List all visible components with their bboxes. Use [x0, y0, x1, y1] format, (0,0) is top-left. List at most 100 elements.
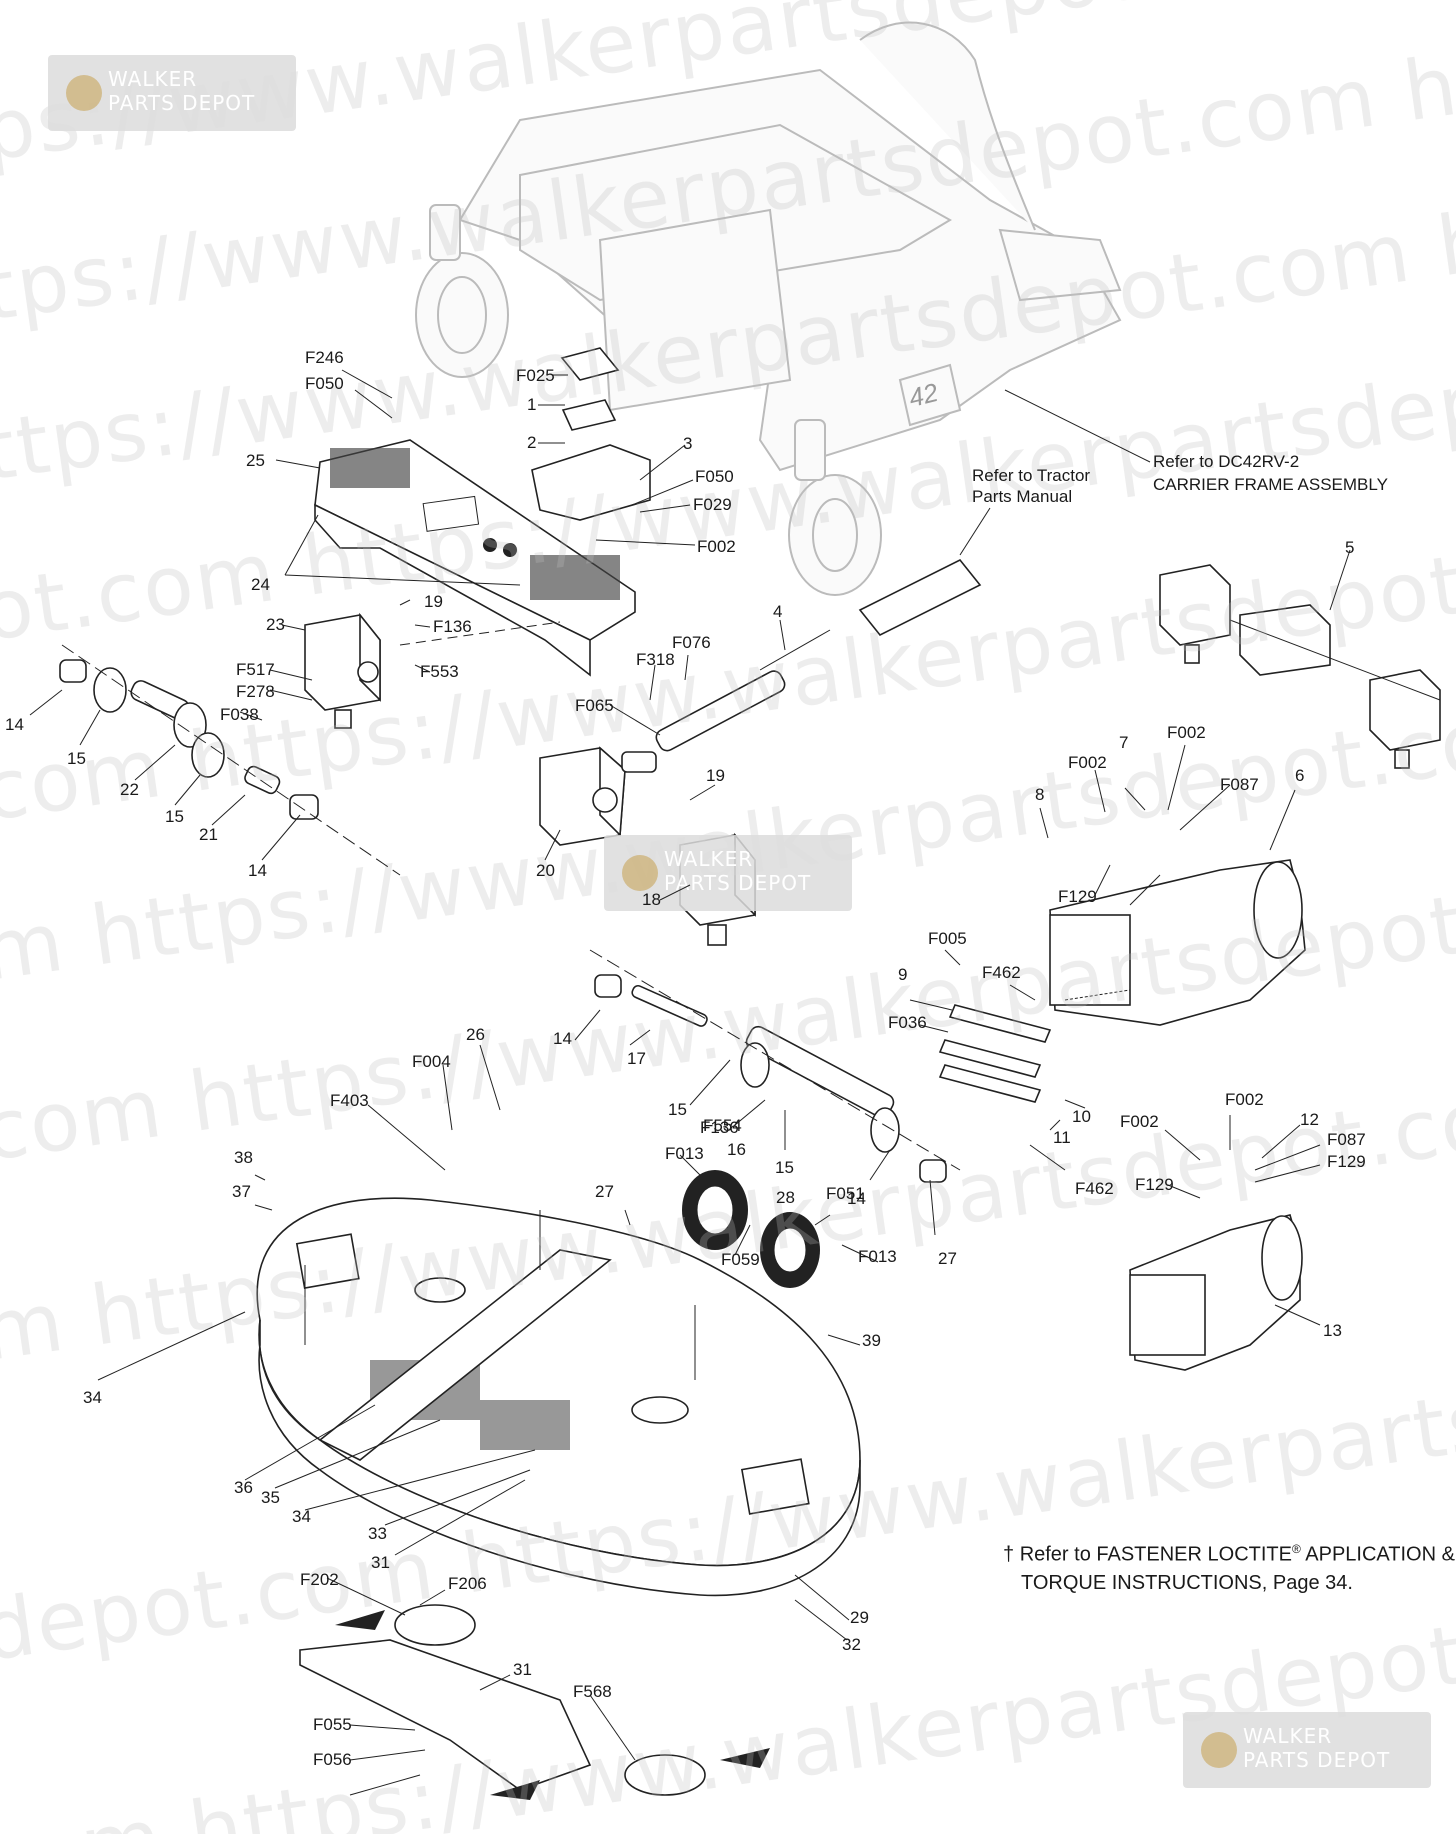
logo-badge-bottom-right: WALKER PARTS DEPOT	[1183, 1712, 1431, 1788]
discharge-chute-6	[1049, 859, 1306, 1026]
callout-label: F136	[433, 617, 472, 636]
callout-label: F554	[703, 1116, 742, 1135]
callout-label: F403	[330, 1091, 369, 1110]
callout-label: F065	[575, 696, 614, 715]
callout-label: F051	[826, 1184, 865, 1203]
callout-label: 15	[165, 807, 184, 826]
logo-badge-line1: WALKER	[1243, 1724, 1332, 1748]
callout-label: F029	[693, 495, 732, 514]
callout-label: 39	[862, 1331, 881, 1350]
callout-label: F002	[1120, 1112, 1159, 1131]
carrier-frame: 42	[415, 21, 1122, 596]
callout-label: 7	[1119, 733, 1128, 752]
callout-label: 19	[424, 592, 443, 611]
callout-labels: F246 F050 F025 1 2 3 F050 F029 F002 25 2…	[5, 348, 1366, 1796]
callout-label: F036	[888, 1013, 927, 1032]
dagger-mark: †	[1003, 1543, 1015, 1566]
ref-tractor-manual-line2: Parts Manual	[972, 487, 1072, 506]
callout-label: 20	[536, 861, 555, 880]
footnote-line2: TORQUE INSTRUCTIONS, Page 34.	[1003, 1569, 1455, 1597]
logo-badge-center: WALKER PARTS DEPOT	[604, 835, 852, 911]
callout-label: F278	[236, 682, 275, 701]
callout-label: F462	[1075, 1179, 1114, 1198]
ref-tractor-manual-line1: Refer to Tractor	[972, 466, 1090, 485]
callout-label: 22	[120, 780, 139, 799]
logo-badge-line1: WALKER	[664, 847, 753, 871]
callout-label: 27	[595, 1182, 614, 1201]
callout-label: 38	[234, 1148, 253, 1167]
callout-label: 12	[1300, 1110, 1319, 1129]
footnote-text-1b: APPLICATION &	[1300, 1543, 1455, 1566]
front-cover-25	[314, 439, 636, 677]
logo-badge-line2: PARTS DEPOT	[664, 871, 811, 895]
callout-label: F050	[305, 374, 344, 393]
callout-label: 3	[683, 434, 692, 453]
callout-label: 35	[261, 1488, 280, 1507]
registered-mark: ®	[1291, 1542, 1301, 1556]
callout-label: F004	[412, 1052, 451, 1071]
callout-label: F005	[928, 929, 967, 948]
logo-badge-line1: WALKER	[108, 67, 197, 91]
callout-label: 31	[371, 1553, 390, 1572]
ref-carrier-frame-line1: Refer to DC42RV-2	[1153, 452, 1299, 471]
callout-label: F517	[236, 660, 275, 679]
callout-label: 1	[527, 395, 536, 414]
callout-label: F002	[1225, 1090, 1264, 1109]
callout-label: 37	[232, 1182, 251, 1201]
callout-label: 14	[5, 715, 24, 734]
callout-label: 4	[773, 602, 782, 621]
callout-label: F246	[305, 348, 344, 367]
callout-label: 32	[842, 1635, 861, 1654]
callout-label: 31	[513, 1660, 532, 1679]
gearbox-23	[304, 612, 381, 729]
callout-label: 34	[292, 1507, 311, 1526]
callout-label: 15	[67, 749, 86, 768]
callout-label: 29	[850, 1608, 869, 1627]
callout-label: 17	[627, 1049, 646, 1068]
callout-label: 14	[248, 861, 267, 880]
footnote-text-1a: Refer to FASTENER LOCTITE	[1019, 1543, 1292, 1566]
drive-shaft-4	[655, 558, 982, 752]
callout-label: F002	[697, 537, 736, 556]
callout-label: F087	[1220, 775, 1259, 794]
callout-label: 24	[251, 575, 270, 594]
callout-label: F136	[700, 1118, 739, 1137]
callout-label: 23	[266, 615, 285, 634]
callout-label: 27	[938, 1249, 957, 1268]
callout-label: 13	[1323, 1321, 1342, 1340]
shield-parts-1-2-3	[531, 347, 651, 521]
callout-label: 36	[234, 1478, 253, 1497]
callout-label: 18	[642, 890, 661, 909]
callout-label: F038	[220, 705, 259, 724]
callout-label: 16	[727, 1140, 746, 1159]
callout-label: 26	[466, 1025, 485, 1044]
footnote-line1: † Refer to FASTENER LOCTITE® APPLICATION…	[1003, 1535, 1455, 1569]
callout-label: 25	[246, 451, 265, 470]
callout-label: 28	[776, 1188, 795, 1207]
callout-label: F087	[1327, 1130, 1366, 1149]
callout-label: F129	[1135, 1175, 1174, 1194]
callout-label: F050	[695, 467, 734, 486]
callout-label: 2	[527, 433, 536, 452]
callout-label: 19	[706, 766, 725, 785]
callout-label: F076	[672, 633, 711, 652]
gearbox-assembly-5	[1159, 564, 1441, 769]
blades-and-cups-31-32	[299, 1604, 770, 1800]
callout-label: 10	[1072, 1107, 1091, 1126]
ref-carrier-frame-line2: CARRIER FRAME ASSEMBLY	[1153, 475, 1388, 494]
callout-label: 6	[1295, 766, 1304, 785]
callout-label: 34	[83, 1388, 102, 1407]
mower-deck-housing	[256, 1197, 861, 1597]
gearbox-20	[539, 746, 657, 846]
callout-label: F013	[665, 1144, 704, 1163]
callout-label: F318	[636, 650, 675, 669]
callout-label: F002	[1068, 753, 1107, 772]
callout-label: 8	[1035, 785, 1044, 804]
callout-label: F206	[448, 1574, 487, 1593]
callout-label: F025	[516, 366, 555, 385]
callout-label: F002	[1167, 723, 1206, 742]
loctite-footnote: † Refer to FASTENER LOCTITE® APPLICATION…	[1003, 1535, 1455, 1597]
callout-label: F553	[420, 662, 459, 681]
callout-label: F129	[1327, 1152, 1366, 1171]
